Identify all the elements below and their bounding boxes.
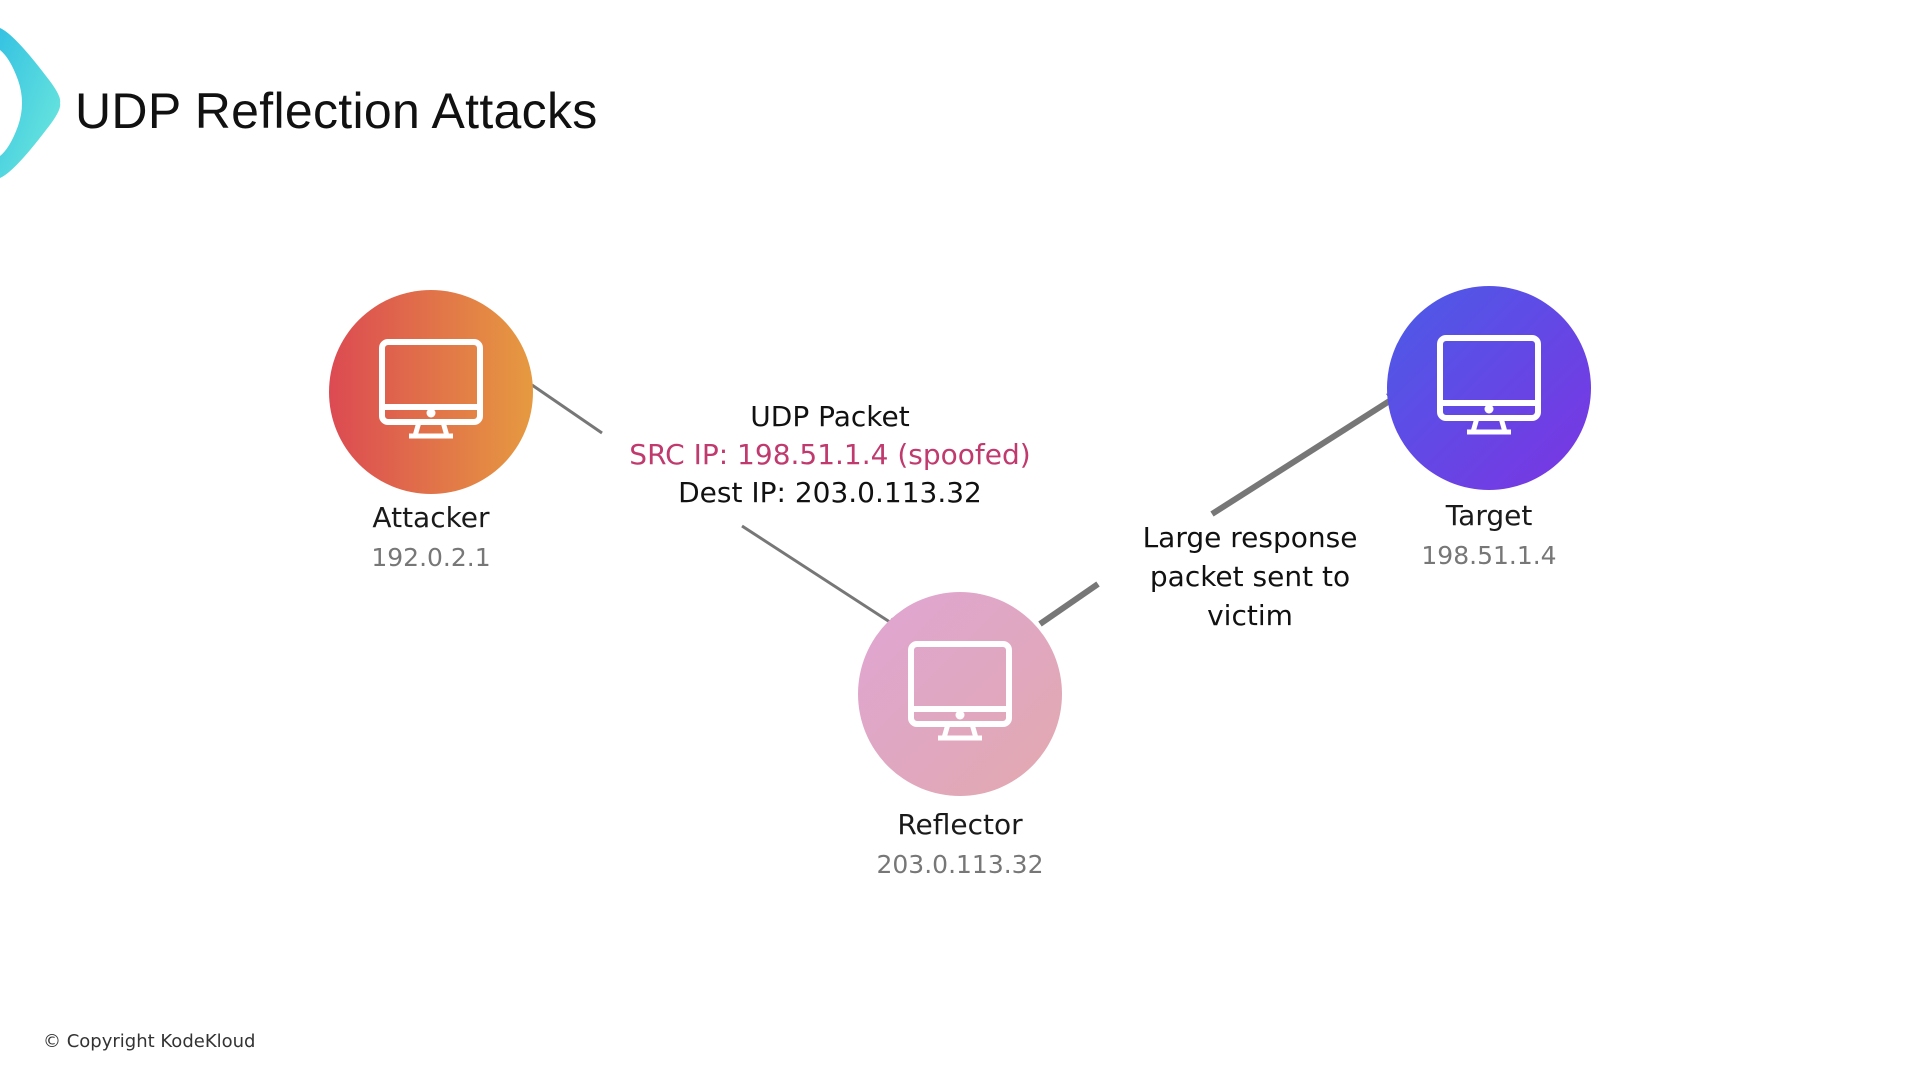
packet-dest-ip: Dest IP: 203.0.113.32 <box>678 476 982 509</box>
request-packet-label: UDP Packet SRC IP: 198.51.1.4 (spoofed) … <box>530 398 1130 512</box>
request-edge-arrow <box>741 524 898 628</box>
request-edge-start <box>531 383 603 435</box>
reflector-ip: 203.0.113.32 <box>876 850 1044 879</box>
packet-title: UDP Packet <box>750 400 910 433</box>
reflector-node <box>858 592 1062 796</box>
target-node <box>1387 286 1591 490</box>
response-line: packet sent to <box>1149 560 1351 593</box>
page-title: UDP Reflection Attacks <box>75 83 598 139</box>
attacker-label: Attacker <box>372 501 490 534</box>
target-label: Target <box>1445 499 1533 532</box>
reflector-label: Reflector <box>897 808 1023 841</box>
copyright-footer: © Copyright KodeKloud <box>43 1031 256 1052</box>
response-edge-start <box>1038 581 1100 627</box>
brand-chevron-logo <box>0 28 61 178</box>
attacker-circle <box>329 290 533 494</box>
response-line: victim <box>1207 599 1293 632</box>
response-line: Large response <box>1142 521 1358 554</box>
packet-src-ip: SRC IP: 198.51.1.4 (spoofed) <box>629 438 1031 471</box>
target-circle <box>1387 286 1591 490</box>
response-label: Large response packet sent to victim <box>1100 518 1400 635</box>
attacker-node <box>329 290 533 494</box>
attacker-ip: 192.0.2.1 <box>371 543 491 572</box>
target-ip: 198.51.1.4 <box>1421 541 1557 570</box>
reflector-circle <box>858 592 1062 796</box>
response-edge-arrow <box>1210 390 1404 517</box>
